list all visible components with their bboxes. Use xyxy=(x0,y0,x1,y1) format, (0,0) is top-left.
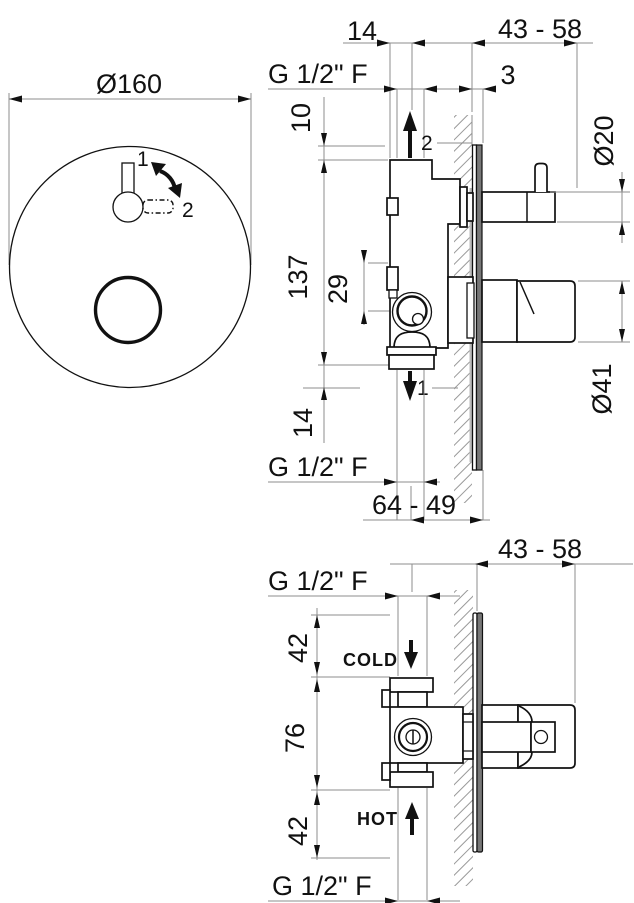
body-tab xyxy=(381,762,391,781)
dim-29-label: 29 xyxy=(323,274,353,304)
outlet-flange xyxy=(386,346,437,356)
thread-top-label: G 1/2" F xyxy=(268,59,368,89)
dim-42-bottom-label: 42 xyxy=(283,816,313,846)
hot-inlet-neck xyxy=(397,762,428,773)
round-plate xyxy=(8,145,252,389)
dim-arrow xyxy=(9,95,22,103)
knob-shoulder xyxy=(518,751,533,768)
position-1-label: 1 xyxy=(137,148,149,171)
flow-arrow-up-icon xyxy=(403,111,417,131)
wall-connector xyxy=(462,713,474,760)
outlet-dome xyxy=(393,331,431,349)
position-2-label: 2 xyxy=(182,199,194,222)
rotation-arrow-head xyxy=(151,162,166,176)
outlet-1-label: 1 xyxy=(417,377,429,400)
cold-inlet-neck xyxy=(397,691,428,708)
diverter-lever-side xyxy=(481,191,556,223)
diverter-lever-position1 xyxy=(121,162,135,195)
dim-14-label: 14 xyxy=(288,408,318,438)
body-tab xyxy=(381,689,391,708)
lever-connector xyxy=(466,192,474,222)
plate-thickness-label: 3 xyxy=(500,60,515,90)
body-tab xyxy=(386,197,399,216)
dim-arrow xyxy=(238,95,251,103)
depth-range-label: 43 - 58 xyxy=(498,14,582,44)
dim-10-label: 10 xyxy=(286,103,316,133)
body-tab xyxy=(388,289,398,299)
lever-connector xyxy=(459,186,468,228)
hot-label: HOT xyxy=(357,809,398,829)
lever-diameter-label: Ø20 xyxy=(589,115,619,166)
dim-42-top-label: 42 xyxy=(283,633,313,663)
front-view: Ø160 1 2 xyxy=(8,69,252,389)
body-tab xyxy=(386,266,399,291)
knob-shoulder xyxy=(518,705,533,723)
bottom-view: 43 - 58 G 1/2" F 42 76 42 COLD HOT xyxy=(268,534,633,903)
offset-14-label: 14 xyxy=(347,16,377,46)
diverter-lever-position2-phantom xyxy=(142,199,174,214)
outlet-2-label: 2 xyxy=(421,132,433,155)
lever-bar-bottom xyxy=(481,721,532,753)
outlet-nut xyxy=(388,354,435,370)
front-plate-diameter-label: Ø160 xyxy=(96,69,162,99)
thread-bottom-label: G 1/2" F xyxy=(272,871,372,901)
cold-label: COLD xyxy=(343,650,398,670)
thread-bottom-label: G 1/2" F xyxy=(268,452,368,482)
lever-stick-section xyxy=(533,729,549,745)
hot-inlet-fitting xyxy=(389,771,434,788)
cartridge-screw xyxy=(411,312,425,326)
temperature-knob-side xyxy=(516,280,576,343)
lever-stick xyxy=(534,162,548,192)
dim-137-label: 137 xyxy=(283,254,313,299)
temperature-knob xyxy=(93,275,163,345)
side-view: 14 43 - 58 G 1/2" F 3 10 137 14 29 xyxy=(268,14,630,524)
cartridge-inner-circle xyxy=(397,721,429,753)
diverter-hub xyxy=(112,191,144,223)
flow-arrow-down-icon xyxy=(403,381,417,401)
knob-diameter-label: Ø41 xyxy=(587,363,617,414)
depth-range-label: 43 - 58 xyxy=(498,534,582,564)
hot-flow-arrow-icon xyxy=(405,802,419,819)
rotation-arrow-head xyxy=(168,183,182,198)
cartridge-lip xyxy=(466,282,475,339)
thread-top-label: G 1/2" F xyxy=(268,566,368,596)
cold-inlet-fitting xyxy=(389,677,434,693)
cold-flow-arrow-icon xyxy=(404,652,418,669)
knob-base-side xyxy=(481,279,518,343)
depth-bottom-range-label: 64 - 49 xyxy=(372,490,456,520)
cartridge-inner-circle xyxy=(396,295,428,327)
dim-76-label: 76 xyxy=(280,723,310,753)
